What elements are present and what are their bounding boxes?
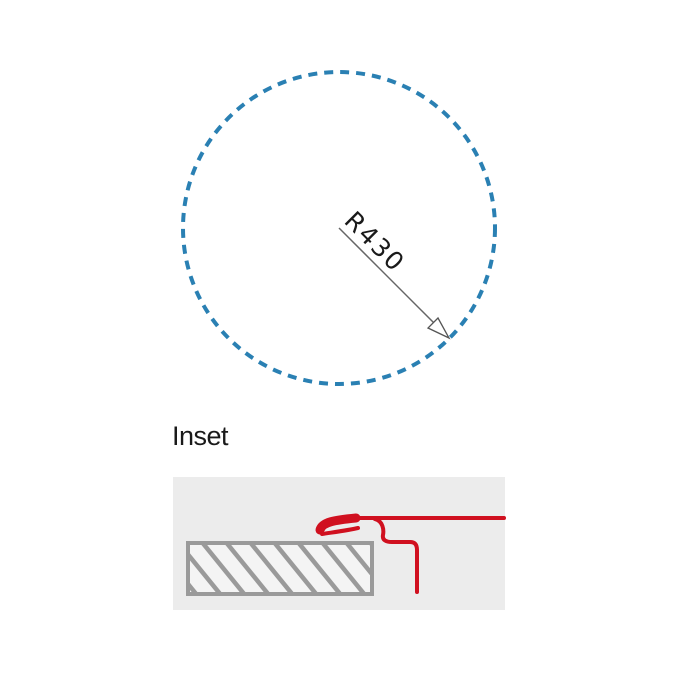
radius-line — [338, 227, 441, 330]
radius-dimension: R430 — [338, 206, 451, 340]
arrowhead-icon — [426, 316, 451, 340]
worktop — [186, 541, 374, 596]
inset-label: Inset — [172, 421, 229, 451]
sink-profile — [315, 513, 506, 594]
worktop-hatch — [189, 544, 371, 593]
radius-label: R430 — [339, 206, 411, 278]
dashed-circle — [181, 70, 497, 386]
sink-outline — [181, 70, 497, 386]
inset-cross-section — [173, 477, 506, 610]
